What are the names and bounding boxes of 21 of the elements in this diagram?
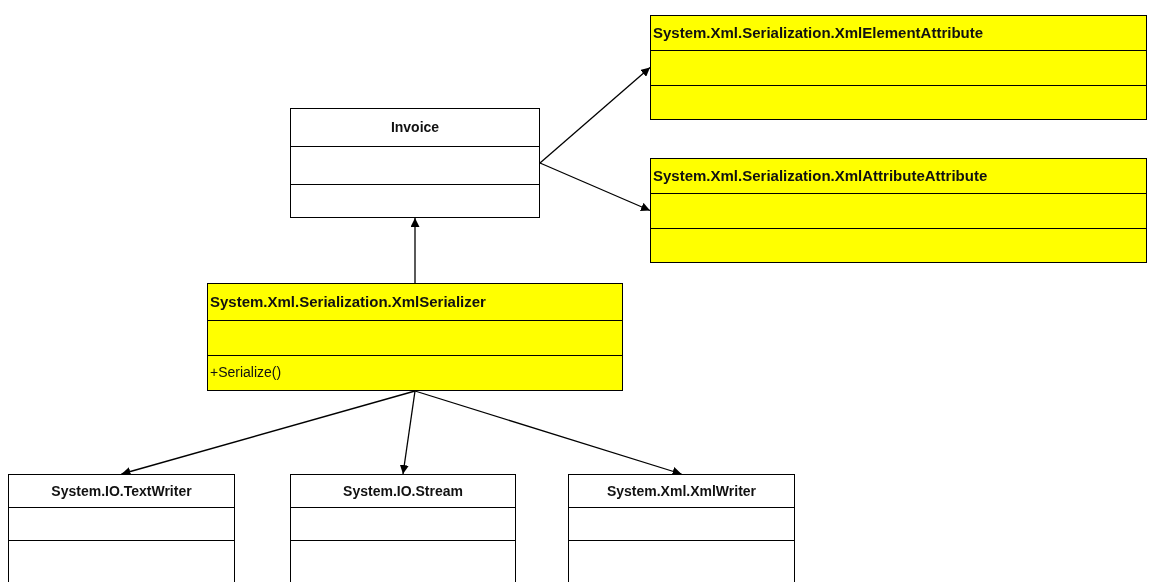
class-name: System.Xml.XmlWriter: [606, 481, 757, 501]
arrow: [539, 66, 651, 164]
arrow: [399, 390, 416, 475]
arrow: [120, 390, 416, 476]
class-box: [290, 108, 540, 218]
class-box: [650, 15, 1147, 120]
class-box: [650, 158, 1147, 263]
class-box: [568, 474, 795, 582]
class-name: System.Xml.Serialization.XmlAttributeAttribute: [653, 165, 988, 186]
class-name: System.Xml.Serialization.XmlElementAttribute: [653, 22, 984, 43]
method-name: +Serialize(): [210, 363, 282, 383]
class-name: System.Xml.Serialization.XmlSerializer: [210, 291, 486, 312]
class-box: [207, 283, 623, 391]
class-name: System.IO.Stream: [343, 481, 463, 501]
class-box: [290, 474, 516, 582]
class-name: System.IO.TextWriter: [51, 481, 192, 501]
arrow: [410, 217, 420, 284]
arrow: [539, 162, 651, 212]
class-box: [8, 474, 235, 582]
class-name: Invoice: [390, 118, 440, 138]
arrow: [414, 390, 683, 476]
